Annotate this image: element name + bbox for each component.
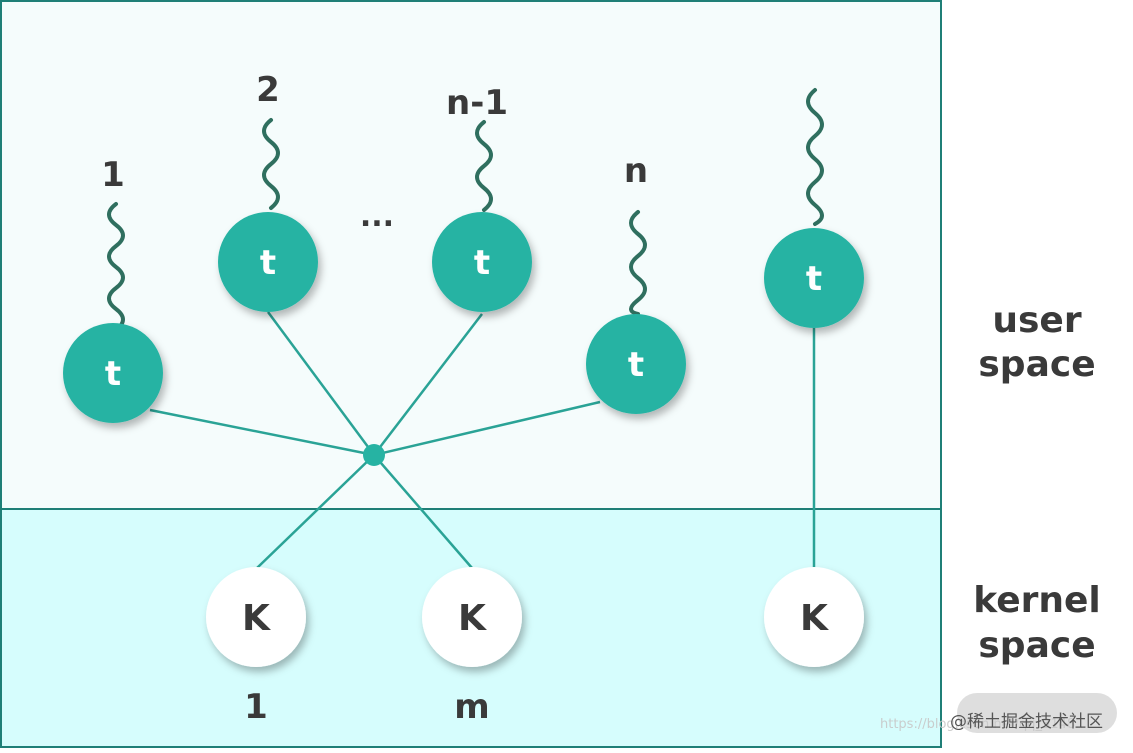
squiggle-thread-2 xyxy=(262,118,280,210)
squiggle-thread-n-1 xyxy=(475,120,493,212)
thread-2-circle xyxy=(218,212,318,312)
kernel-standalone-glyph: K xyxy=(800,598,829,639)
watermark-pill xyxy=(957,693,1117,733)
watermark-faint-text: https://blog.csdn.net/qq_3148... xyxy=(880,717,1088,732)
thread-n-circle xyxy=(586,314,686,414)
thread-n-glyph: t xyxy=(628,345,644,385)
squiggle-thread-standalone xyxy=(806,88,824,226)
mapping-hub xyxy=(363,444,385,466)
kernel-1: K 1 xyxy=(206,567,306,727)
thread-n-1-label: n-1 xyxy=(446,83,508,123)
thread-1-glyph: t xyxy=(105,354,121,394)
kernel-m-circle xyxy=(422,567,522,667)
ellipsis: ... xyxy=(360,199,394,234)
line-thread-2-hub xyxy=(266,311,376,456)
thread-standalone-glyph: t xyxy=(806,259,822,299)
line-thread-n-1-hub xyxy=(373,313,483,456)
kernel-m-glyph: K xyxy=(458,598,487,639)
line-thread-n-hub xyxy=(373,400,601,457)
watermark: https://blog.csdn.net/qq_3148... @稀土掘金技术… xyxy=(880,693,1117,733)
squiggle-thread-1 xyxy=(107,202,125,332)
line-hub-kernel-1 xyxy=(256,454,375,569)
thread-2-glyph: t xyxy=(260,243,276,283)
thread-n-1-circle xyxy=(432,212,532,312)
kernel-space-label-line2: space xyxy=(978,625,1095,666)
thread-2: t 2 xyxy=(218,70,318,312)
kernel-standalone-circle xyxy=(764,567,864,667)
execution-squiggles xyxy=(107,88,824,332)
kernel-1-circle xyxy=(206,567,306,667)
line-hub-kernel-m xyxy=(373,454,473,569)
kernel-m-label: m xyxy=(454,687,489,727)
thread-n-1-glyph: t xyxy=(474,243,490,283)
thread-1: t 1 xyxy=(63,155,163,423)
squiggle-thread-n xyxy=(629,210,647,316)
kernel-space-label-line1: kernel xyxy=(973,580,1101,621)
thread-2-label: 2 xyxy=(256,70,280,110)
user-space-label-line1: user xyxy=(992,300,1081,341)
thread-1-circle xyxy=(63,323,163,423)
kernel-standalone: K xyxy=(764,567,864,667)
kernel-1-label: 1 xyxy=(244,687,268,727)
kernel-1-glyph: K xyxy=(242,598,271,639)
thread-n-1: t n-1 xyxy=(432,83,532,312)
user-space-label-line2: space xyxy=(978,344,1095,385)
line-thread-1-hub xyxy=(149,408,375,457)
thread-n: t n xyxy=(586,151,686,414)
thread-1-label: 1 xyxy=(101,155,125,195)
watermark-text: @稀土掘金技术社区 xyxy=(950,712,1103,732)
connection-lines xyxy=(149,311,816,569)
kernel-m: K m xyxy=(422,567,522,727)
thread-standalone: t xyxy=(764,228,864,328)
thread-n-label: n xyxy=(624,151,648,191)
thread-standalone-circle xyxy=(764,228,864,328)
